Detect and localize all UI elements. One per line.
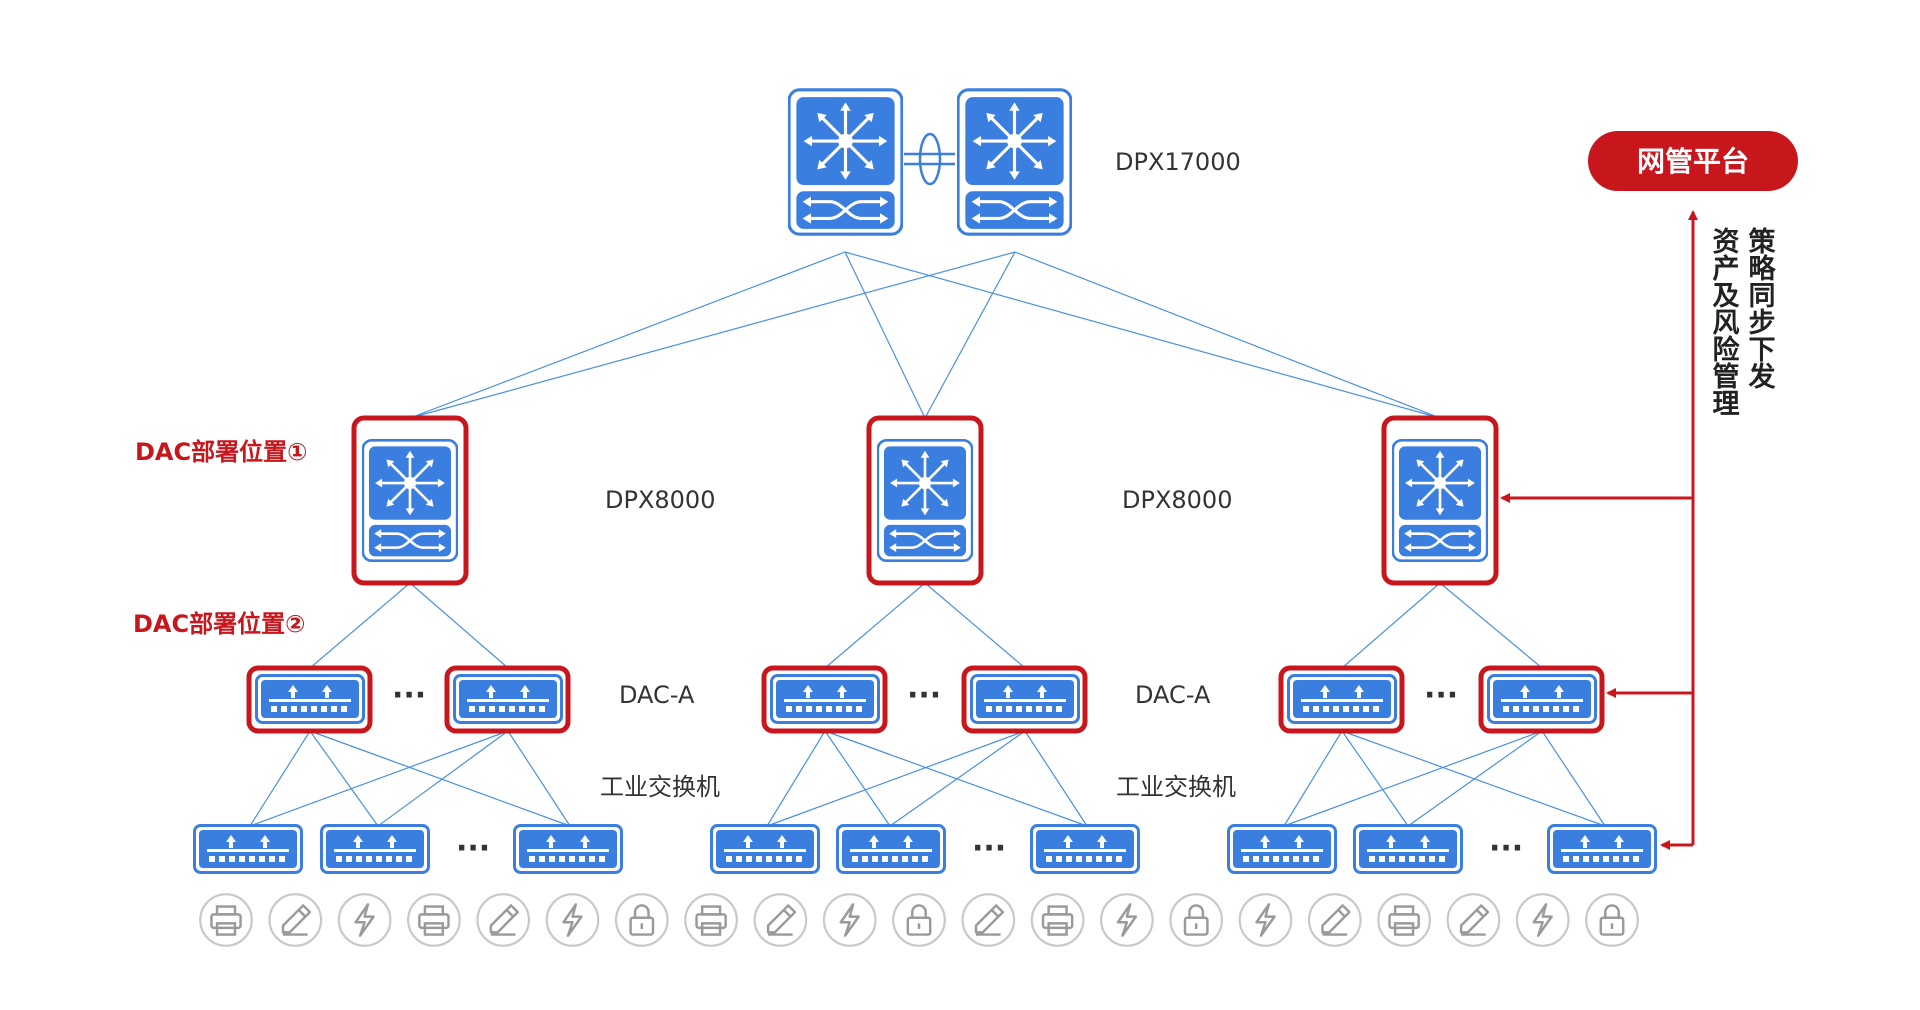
pen-icon [753, 893, 808, 947]
core-switch-left[interactable] [788, 87, 903, 237]
aggregation-device-label-left: DPX8000 [605, 486, 715, 514]
industrial-switch-label-left: 工业交换机 [600, 773, 720, 801]
dac-a-switch[interactable] [246, 665, 373, 734]
industrial-switch[interactable] [1352, 824, 1464, 874]
terminal-row [199, 893, 1639, 947]
dac-a-switch[interactable] [1278, 665, 1405, 734]
stack-link-icon [904, 132, 955, 186]
industrial-switch-label-right: 工业交换机 [1116, 773, 1236, 801]
dac-a-switch[interactable] [761, 665, 888, 734]
industrial-switch[interactable] [192, 824, 304, 874]
deploy-position-2-label: DAC部署位置② [133, 610, 305, 638]
industrial-switch[interactable] [512, 824, 624, 874]
lock-icon [1585, 893, 1639, 947]
printer-icon [1030, 893, 1085, 947]
pen-icon [1307, 893, 1362, 947]
dac-a-switch[interactable] [1478, 665, 1605, 734]
pen-icon [476, 893, 531, 947]
industrial-switch[interactable] [1226, 824, 1338, 874]
lightning-icon [337, 893, 392, 947]
industrial-switch[interactable] [319, 824, 431, 874]
aggregation-switch-middle[interactable] [866, 415, 984, 586]
industrial-switch[interactable] [1546, 824, 1658, 874]
lock-icon [892, 893, 946, 947]
aggregation-switch-left[interactable] [351, 415, 469, 586]
ellipsis: ··· [456, 831, 490, 866]
industrial-switch[interactable] [835, 824, 947, 874]
connection-lines [249, 251, 1606, 827]
pen-icon [961, 893, 1016, 947]
access-device-label-right: DAC-A [1135, 681, 1211, 709]
ellipsis: ··· [1424, 678, 1458, 713]
lightning-icon [1515, 893, 1570, 947]
management-platform-button[interactable]: 网管平台 [1588, 131, 1798, 191]
dac-a-switch[interactable] [961, 665, 1088, 734]
aggregation-device-label-right: DPX8000 [1122, 486, 1232, 514]
lock-icon [1169, 893, 1224, 947]
management-arrows [1500, 210, 1698, 850]
asset-risk-label: 资产及风险管理 [1708, 227, 1740, 416]
printer-icon [406, 893, 461, 947]
core-device-label: DPX17000 [1115, 148, 1241, 176]
management-platform-label: 网管平台 [1637, 145, 1749, 178]
industrial-switch[interactable] [1029, 824, 1141, 874]
lightning-icon [1099, 893, 1154, 947]
pen-icon [1446, 893, 1501, 947]
access-device-label-left: DAC-A [619, 681, 695, 709]
industrial-switch[interactable] [709, 824, 821, 874]
dac-a-switch[interactable] [444, 665, 571, 734]
lightning-icon [545, 893, 600, 947]
printer-icon [684, 893, 739, 947]
ellipsis: ··· [907, 678, 941, 713]
deploy-position-1-label: DAC部署位置① [135, 438, 307, 466]
printer-icon [199, 893, 253, 947]
ellipsis: ··· [392, 678, 426, 713]
aggregation-switch-right[interactable] [1381, 415, 1499, 586]
lightning-icon [1238, 893, 1293, 947]
printer-icon [1377, 893, 1432, 947]
ellipsis: ··· [1489, 831, 1523, 866]
lock-icon [614, 893, 669, 947]
core-switch-right[interactable] [957, 87, 1072, 237]
pen-icon [268, 893, 323, 947]
lightning-icon [822, 893, 877, 947]
policy-sync-label: 策略同步下发 [1744, 226, 1777, 390]
ellipsis: ··· [972, 831, 1006, 866]
